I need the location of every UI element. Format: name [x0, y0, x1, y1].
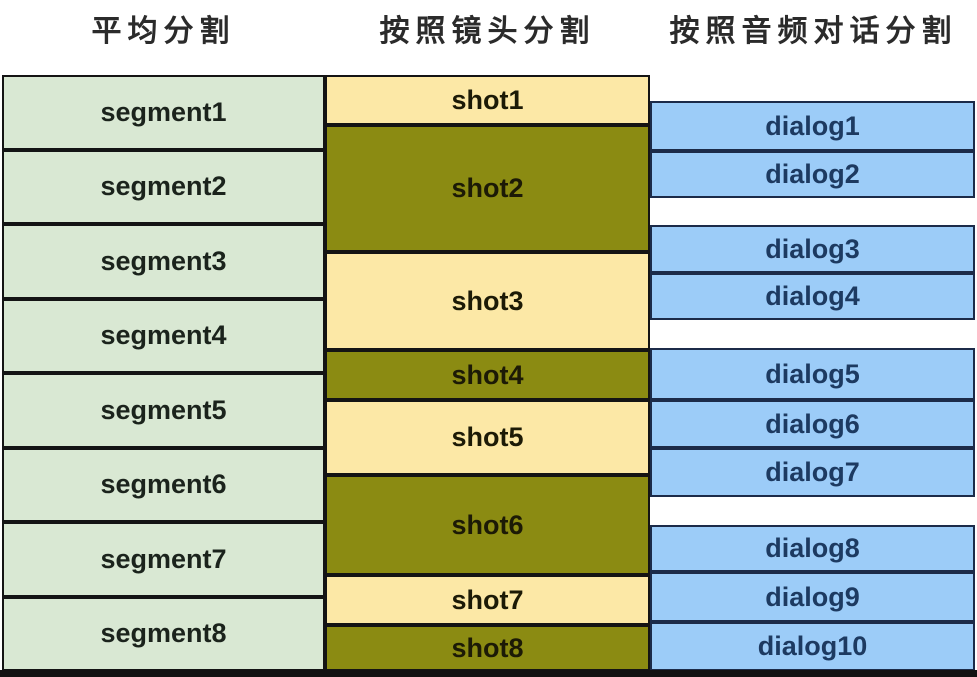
dialog-box: dialog4	[650, 273, 975, 320]
segments-column: segment1 segment2 segment3 segment4 segm…	[2, 75, 325, 671]
shot-label: shot4	[451, 359, 524, 390]
dialog-label: dialog3	[765, 233, 860, 264]
shot-label: shot3	[451, 285, 524, 316]
dialog-label: dialog10	[757, 631, 868, 661]
shot-label: shot6	[451, 509, 524, 540]
segment-box: segment8	[2, 596, 325, 671]
segment-box: segment7	[2, 522, 325, 597]
shot-label: shot1	[451, 84, 524, 115]
shot-label: shot7	[451, 584, 524, 615]
shot-box: shot2	[325, 125, 650, 252]
column-header-audio-dialog-split: 按照音频对话分割	[669, 15, 958, 48]
shot-box: shot3	[325, 252, 650, 350]
segment-box: segment2	[2, 149, 325, 224]
segment-label: segment6	[100, 469, 227, 500]
shot-label: shot8	[451, 632, 524, 663]
dialog-box: dialog10	[650, 622, 975, 671]
dialog-box: dialog3	[650, 225, 975, 273]
segment-box: segment3	[2, 224, 325, 299]
segment-label: segment3	[100, 245, 227, 276]
dialog-box: dialog8	[650, 525, 975, 572]
shot-box: shot8	[325, 625, 650, 671]
shot-label: shot2	[451, 173, 524, 203]
segment-label: segment4	[100, 320, 227, 351]
column-header-shot-split: 按照镜头分割	[379, 15, 596, 48]
dialog-group: dialog5 dialog6 dialog7	[650, 348, 975, 497]
dialog-box: dialog1	[650, 101, 975, 151]
shot-label: shot5	[451, 422, 524, 452]
dialog-label: dialog2	[765, 159, 860, 189]
dialog-box: dialog6	[650, 400, 975, 448]
shot-box: shot5	[325, 400, 650, 475]
shots-column: shot1 shot2 shot3 shot4 shot5 shot6 shot…	[325, 75, 650, 671]
segment-box: segment6	[2, 447, 325, 522]
dialog-label: dialog7	[765, 457, 860, 487]
column-header-average-split: 平均分割	[91, 15, 236, 48]
dialog-label: dialog9	[765, 581, 860, 612]
dialog-box: dialog2	[650, 151, 975, 198]
bottom-border-bar	[0, 670, 977, 677]
segment-label: segment1	[100, 96, 227, 127]
shot-box: shot4	[325, 350, 650, 400]
dialog-group: dialog3 dialog4	[650, 225, 975, 320]
segment-box: segment1	[2, 75, 325, 150]
segment-label: segment2	[100, 171, 227, 202]
segment-label: segment5	[100, 394, 227, 425]
dialog-box: dialog7	[650, 448, 975, 497]
segment-box: segment4	[2, 298, 325, 373]
dialog-label: dialog1	[765, 110, 860, 141]
dialog-box: dialog9	[650, 572, 975, 622]
segment-label: segment8	[100, 618, 227, 649]
segment-label: segment7	[100, 543, 227, 574]
shot-box: shot7	[325, 575, 650, 625]
dialog-label: dialog8	[765, 533, 860, 563]
dialog-label: dialog6	[765, 408, 860, 439]
dialog-box: dialog5	[650, 348, 975, 400]
shot-box: shot1	[325, 75, 650, 125]
dialog-label: dialog5	[765, 358, 860, 389]
dialog-group: dialog1 dialog2	[650, 101, 975, 198]
dialog-group: dialog8 dialog9 dialog10	[650, 525, 975, 671]
shot-box: shot6	[325, 475, 650, 575]
segment-box: segment5	[2, 373, 325, 448]
dialog-label: dialog4	[765, 281, 860, 311]
dialogs-column: dialog1 dialog2 dialog3 dialog4 dialog5 …	[650, 75, 975, 671]
